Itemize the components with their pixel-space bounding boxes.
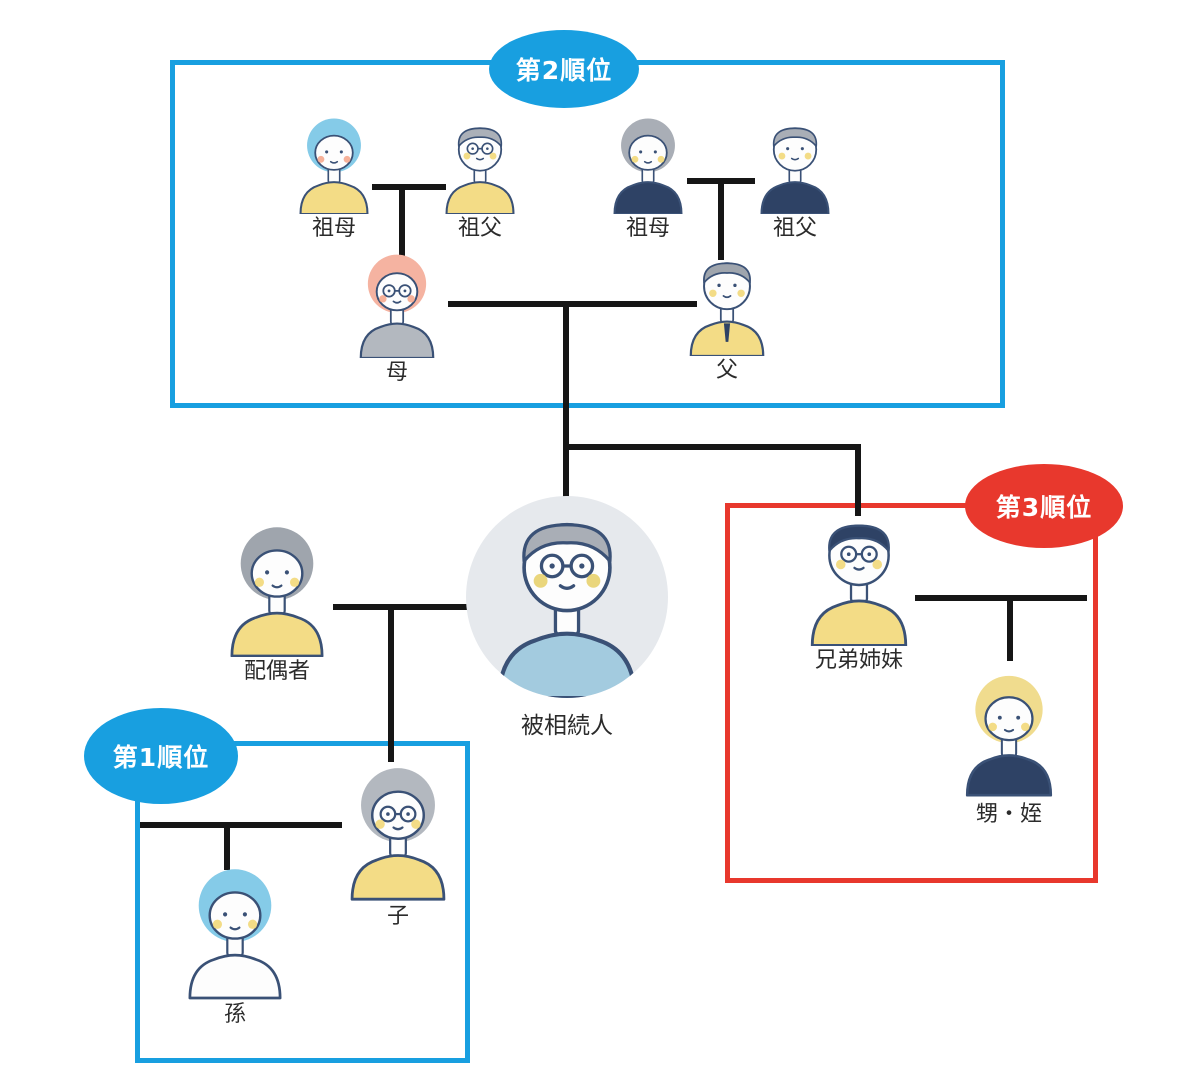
person-father: 父 [680, 250, 774, 383]
mother-illustration [359, 254, 435, 358]
sibling-illustration [810, 524, 908, 646]
person-grandfather-right: 祖父 [753, 116, 837, 241]
rank1-box [135, 741, 470, 1063]
person-label: 兄弟姉妹 [814, 648, 903, 673]
decedent-illustration [497, 522, 637, 698]
grandfather-right-illustration [760, 127, 830, 214]
connector-line [448, 301, 697, 307]
person-nephew-niece: 甥・姪 [958, 668, 1060, 827]
decedent-circle [466, 496, 668, 698]
person-label: 配偶者 [243, 659, 310, 684]
father-illustration [689, 262, 765, 356]
person-label: 子 [386, 904, 409, 929]
person-label: 孫 [223, 1002, 246, 1027]
person-mother: 母 [350, 252, 444, 385]
connector-line [372, 184, 446, 190]
rank1-badge: 第1順位 [84, 708, 238, 804]
rank3-badge: 第3順位 [965, 464, 1123, 548]
connector-line [140, 822, 342, 828]
person-label: 母 [385, 360, 408, 385]
connector-line [224, 822, 230, 870]
grandfather-left-illustration [445, 127, 515, 214]
person-grandmother-right: 祖母 [606, 116, 690, 241]
person-label: 甥・姪 [975, 802, 1042, 827]
grandmother-left-illustration [299, 118, 369, 214]
child-illustration [350, 768, 446, 901]
rank2-badge: 第2順位 [489, 30, 639, 108]
person-label: 父 [715, 358, 738, 383]
person-sibling: 兄弟姉妹 [802, 508, 916, 673]
person-child: 子 [342, 762, 454, 929]
connector-line [388, 604, 394, 762]
connector-line [718, 178, 724, 260]
grandmother-right-illustration [613, 118, 683, 214]
connector-line [1007, 595, 1013, 661]
connector-line [399, 184, 405, 264]
person-spouse: 配偶者 [222, 523, 332, 684]
nephew-niece-illustration [965, 675, 1053, 797]
connector-line [563, 301, 569, 497]
connector-line [563, 444, 861, 450]
person-label: 祖母 [625, 216, 670, 241]
person-label: 祖父 [772, 216, 817, 241]
person-grandfather-left: 祖父 [438, 116, 522, 241]
connector-line [915, 595, 1087, 601]
rank3-box [725, 503, 1098, 883]
grandchild-illustration [188, 869, 282, 1000]
person-label: 被相続人 [521, 713, 613, 739]
person-grandchild: 孫 [180, 864, 290, 1027]
person-label: 祖母 [311, 216, 356, 241]
spouse-illustration [230, 527, 324, 657]
person-label: 祖父 [457, 216, 502, 241]
person-grandmother-left: 祖母 [292, 116, 376, 241]
connector-line [855, 444, 861, 516]
connector-line [333, 604, 468, 610]
